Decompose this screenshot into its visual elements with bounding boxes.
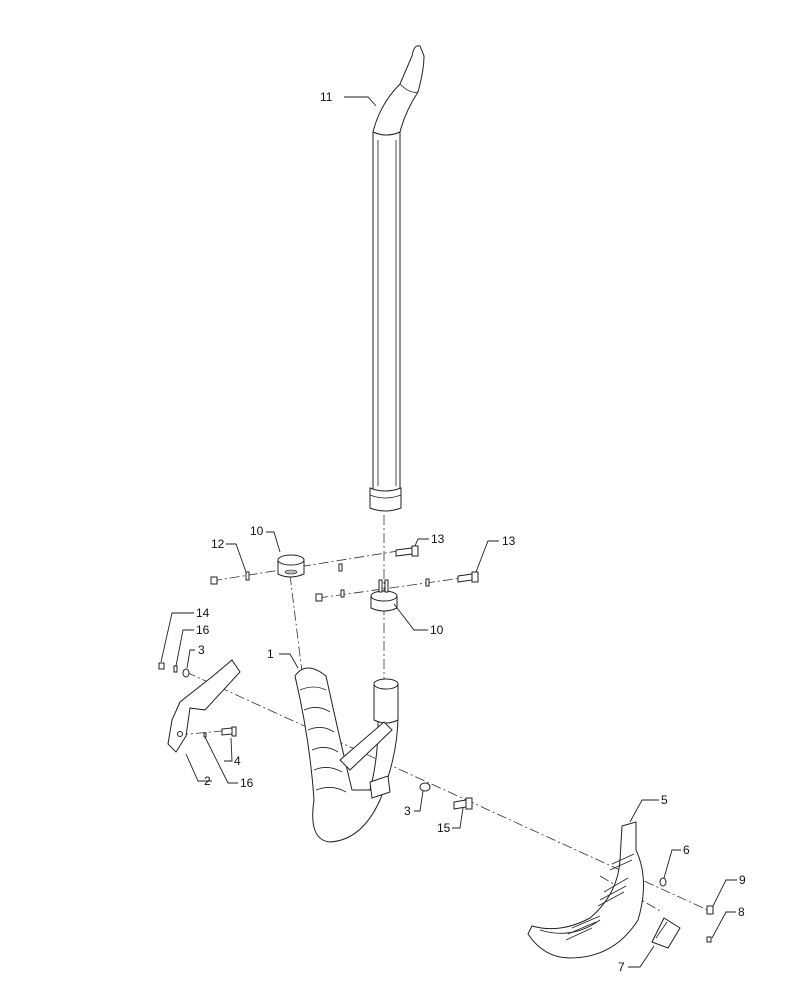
callout-9: 9 (739, 873, 746, 887)
callout-11: 11 (320, 90, 333, 104)
shield-hardware (659, 877, 714, 943)
exhaust-elbow-pipe (294, 667, 399, 843)
callout-3-lower: 3 (404, 804, 411, 818)
callout-10-lower: 10 (430, 623, 444, 637)
shield-slots (565, 853, 635, 941)
mounting-bracket (167, 659, 241, 753)
callout-5: 5 (661, 793, 668, 807)
shield-mount-plate (651, 917, 681, 949)
callout-8: 8 (738, 905, 745, 919)
clamp-hardware (210, 545, 479, 602)
callout-1: 1 (267, 647, 274, 661)
callout-3-upper: 3 (198, 643, 205, 657)
callout-13-upper: 13 (431, 532, 445, 546)
callout-labels: 11 12 10 13 13 10 14 16 3 1 4 2 16 3 15 … (196, 90, 746, 974)
callout-4: 4 (234, 754, 241, 768)
exhaust-clamp-upper (277, 554, 305, 578)
callout-12: 12 (211, 537, 225, 551)
callout-2: 2 (204, 774, 211, 788)
leader-lines (160, 96, 737, 968)
callout-10-upper: 10 (250, 524, 264, 538)
exhaust-clamp-lower (370, 579, 398, 612)
callout-14: 14 (196, 606, 210, 620)
bracket-hardware (158, 662, 473, 810)
heat-shield (527, 821, 645, 959)
callout-6: 6 (683, 843, 690, 857)
callout-15: 15 (437, 821, 451, 835)
callout-13-lower: 13 (502, 534, 516, 548)
callout-7: 7 (618, 960, 625, 974)
callout-16-lower: 16 (240, 776, 254, 790)
callout-16-upper: 16 (196, 623, 210, 637)
exhaust-stack-pipe (369, 45, 425, 512)
